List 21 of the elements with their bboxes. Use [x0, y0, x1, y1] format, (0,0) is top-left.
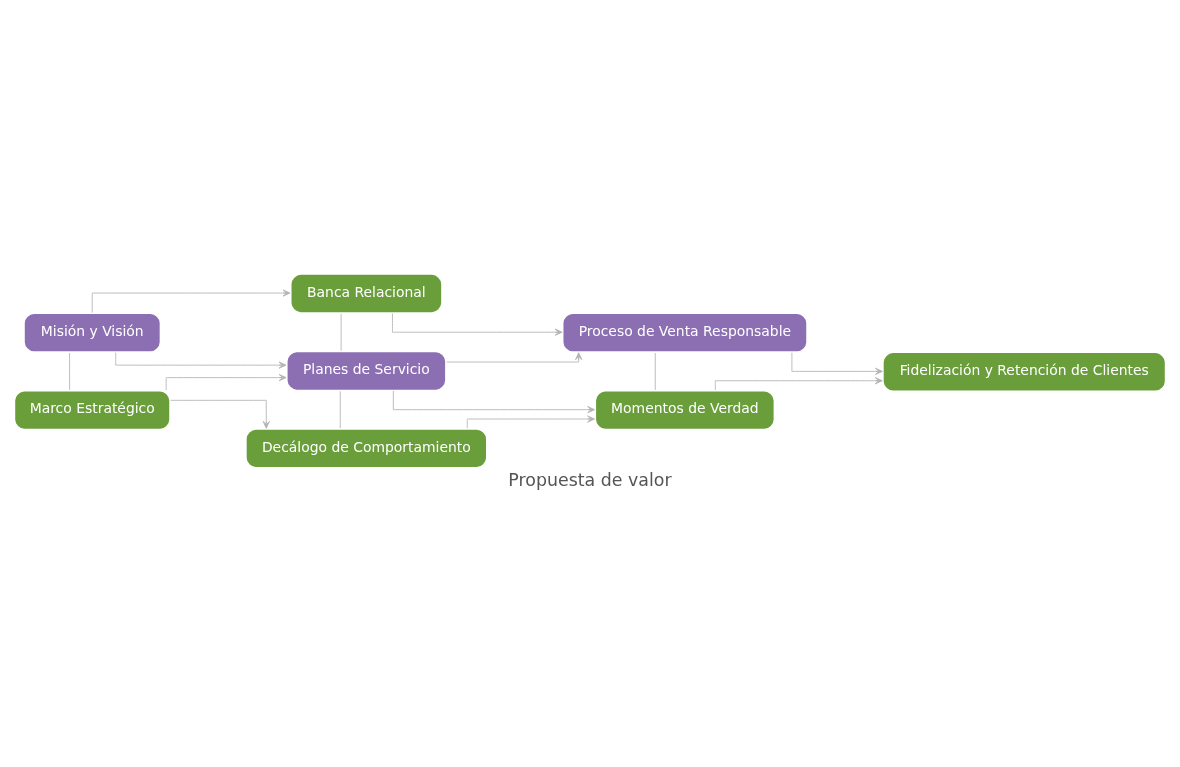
node-box: Marco Estratégico — [12, 388, 172, 431]
connector — [69, 352, 71, 390]
arrow — [714, 376, 883, 390]
arrow — [392, 390, 596, 413]
arrow — [170, 399, 270, 429]
node-box: Fidelización y Retención de Clientes — [881, 350, 1168, 393]
arrow — [392, 312, 563, 336]
arrow — [115, 351, 287, 369]
arrow — [91, 289, 291, 313]
arrow — [446, 351, 583, 362]
node-box: Momentos de Verdad — [593, 388, 777, 431]
node-box: Banca Relacional — [288, 271, 444, 315]
node-box: Planes de Servicio — [285, 349, 448, 392]
connector — [339, 390, 341, 429]
connector — [340, 312, 342, 351]
node-box: Decálogo de Comportamiento — [244, 426, 489, 470]
arrow — [791, 351, 883, 375]
connector — [654, 352, 656, 390]
caption: Propuesta de valor — [508, 469, 672, 490]
arrow — [466, 414, 595, 429]
arrow — [165, 373, 287, 390]
